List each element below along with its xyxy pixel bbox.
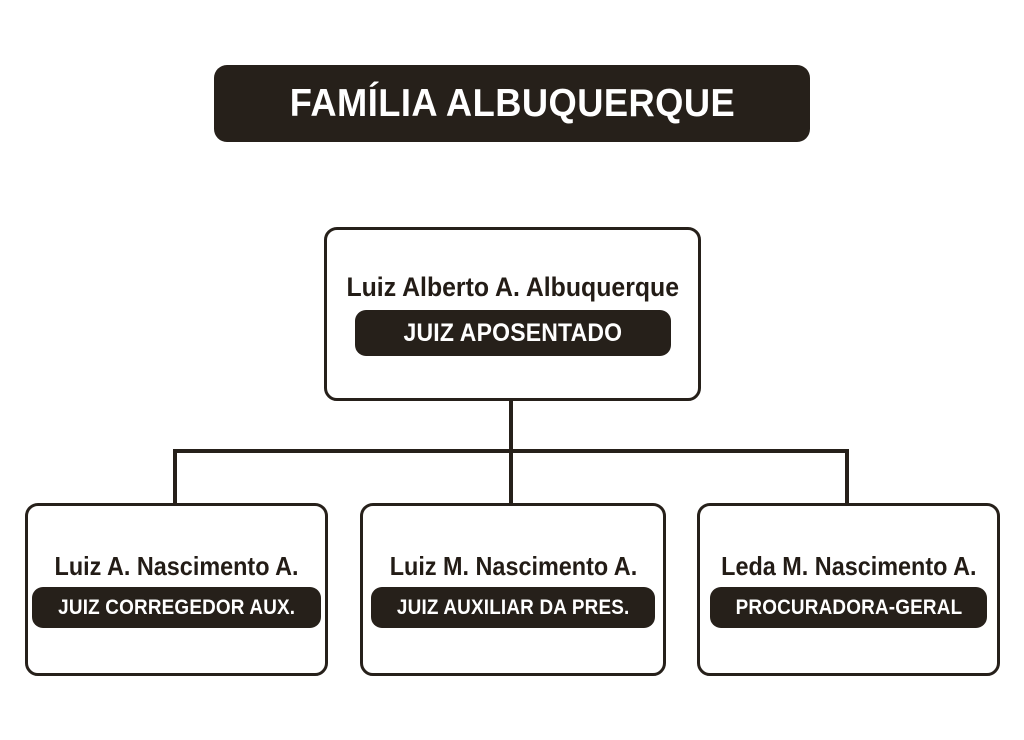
person-name-child-2: Luiz M. Nascimento A. <box>389 551 637 581</box>
connector-drop-child-2 <box>509 449 513 505</box>
person-card-root[interactable]: Luiz Alberto A. Albuquerque JUIZ APOSENT… <box>324 227 701 401</box>
chart-title-text: FAMÍLIA ALBUQUERQUE <box>289 81 735 125</box>
role-badge-text-root: JUIZ APOSENTADO <box>403 318 622 347</box>
person-card-child-1[interactable]: Luiz A. Nascimento A. JUIZ CORREGEDOR AU… <box>25 503 328 676</box>
role-badge-child-2: JUIZ AUXILIAR DA PRES. <box>370 587 656 628</box>
role-badge-text-child-1: JUIZ CORREGEDOR AUX. <box>57 595 296 619</box>
person-name-child-3: Leda M. Nascimento A. <box>720 551 977 581</box>
chart-title-banner: FAMÍLIA ALBUQUERQUE <box>214 65 810 142</box>
person-name-root: Luiz Alberto A. Albuquerque <box>346 272 679 302</box>
person-name-child-1: Luiz A. Nascimento A. <box>54 551 299 581</box>
connector-drop-child-3 <box>845 449 849 505</box>
role-badge-text-child-3: PROCURADORA-GERAL <box>735 595 962 619</box>
role-badge-child-3: PROCURADORA-GERAL <box>709 587 988 628</box>
connector-root-stem <box>509 398 513 453</box>
role-badge-text-child-2: JUIZ AUXILIAR DA PRES. <box>396 595 630 619</box>
role-badge-root: JUIZ APOSENTADO <box>354 310 671 356</box>
person-card-child-2[interactable]: Luiz M. Nascimento A. JUIZ AUXILIAR DA P… <box>360 503 666 676</box>
role-badge-child-1: JUIZ CORREGEDOR AUX. <box>31 587 322 628</box>
connector-drop-child-1 <box>173 449 177 505</box>
person-card-child-3[interactable]: Leda M. Nascimento A. PROCURADORA-GERAL <box>697 503 1000 676</box>
